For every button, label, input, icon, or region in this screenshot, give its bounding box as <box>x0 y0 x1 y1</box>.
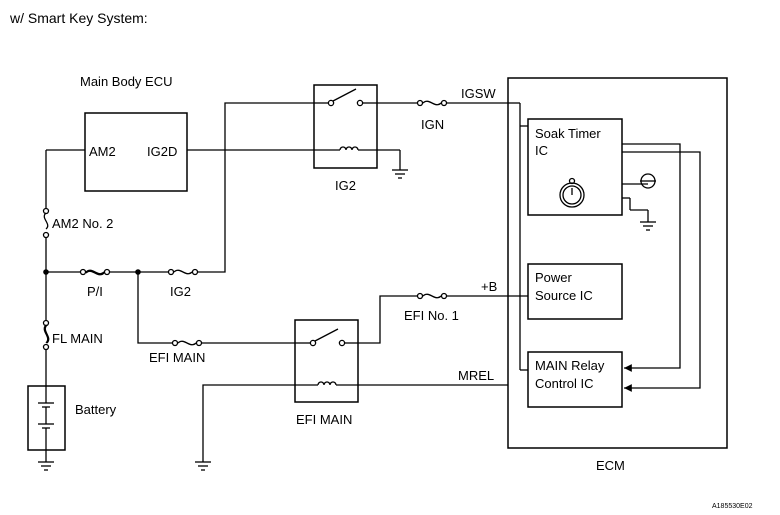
am2-no2-fuse-label: AM2 No. 2 <box>52 216 113 231</box>
pi-fuse-label: P/I <box>87 284 103 299</box>
clock-icon <box>559 177 585 208</box>
ig2d-terminal-label: IG2D <box>147 144 177 159</box>
diagram-title: w/ Smart Key System: <box>9 10 148 26</box>
fl-main-label: FL MAIN <box>52 331 103 346</box>
figure-code: A185530E02 <box>712 503 753 510</box>
ground-symbol <box>640 221 656 231</box>
efi-no1-fuse-icon <box>416 292 448 300</box>
battery-label: Battery <box>75 402 117 417</box>
power-source-ic-box <box>527 263 623 320</box>
soak-timer-ic-box <box>527 118 623 216</box>
ig2-relay-box <box>313 84 378 169</box>
am2-terminal-label: AM2 <box>89 144 116 159</box>
efi-coil-ground-wire <box>202 384 295 462</box>
main-relay-label-1: MAIN Relay <box>535 358 605 373</box>
ground-symbol <box>392 169 408 179</box>
main-relay-control-ic-box <box>527 351 623 408</box>
efi-main-fuse-icon <box>171 339 203 347</box>
power-source-label-2: Source IC <box>535 288 593 303</box>
soak-timer-label-2: IC <box>535 143 548 158</box>
ig2-fuse-label: IG2 <box>170 284 191 299</box>
ig2-relay-switch <box>314 88 377 107</box>
fl-main-fusible-link-icon <box>42 319 50 351</box>
mrel-label: MREL <box>458 368 494 383</box>
soak-timer-label-1: Soak Timer <box>535 126 601 141</box>
ig2-relay-coil <box>314 146 377 151</box>
ign-fuse-label: IGN <box>421 117 444 132</box>
efi-no1-fuse-label: EFI No. 1 <box>404 308 459 323</box>
ig2-fuse-icon <box>167 268 199 276</box>
efi-main-relay-label: EFI MAIN <box>296 412 352 427</box>
igsw-label: IGSW <box>461 86 496 101</box>
am2-wire <box>45 149 85 320</box>
sensor-symbol <box>640 173 656 189</box>
ecm-box <box>507 77 728 449</box>
efi-main-relay-switch <box>295 328 358 347</box>
efi-main-wire <box>137 272 172 344</box>
plus-b-label: +B <box>481 279 497 294</box>
ecm-internal-wiring <box>508 102 701 392</box>
power-source-label-1: Power <box>535 270 573 285</box>
am2-no2-fuse-icon <box>42 207 50 239</box>
efi-main-relay-coil <box>295 381 358 386</box>
battery-icon <box>38 386 54 450</box>
pi-fuse-icon <box>79 268 111 276</box>
efi-no1-wire <box>358 295 417 344</box>
ground-symbol <box>38 461 54 471</box>
efi-main-fuse-label: EFI MAIN <box>149 350 205 365</box>
main-relay-label-2: Control IC <box>535 376 594 391</box>
ecm-label: ECM <box>596 458 625 473</box>
ground-symbol <box>195 461 211 471</box>
main-body-ecu-box <box>84 112 188 192</box>
efi-main-relay-box <box>294 319 359 403</box>
main-body-ecu-label: Main Body ECU <box>80 74 172 89</box>
ign-fuse-icon <box>416 99 448 107</box>
ig2-feed-wire <box>198 102 314 273</box>
ig2-relay-label: IG2 <box>335 178 356 193</box>
